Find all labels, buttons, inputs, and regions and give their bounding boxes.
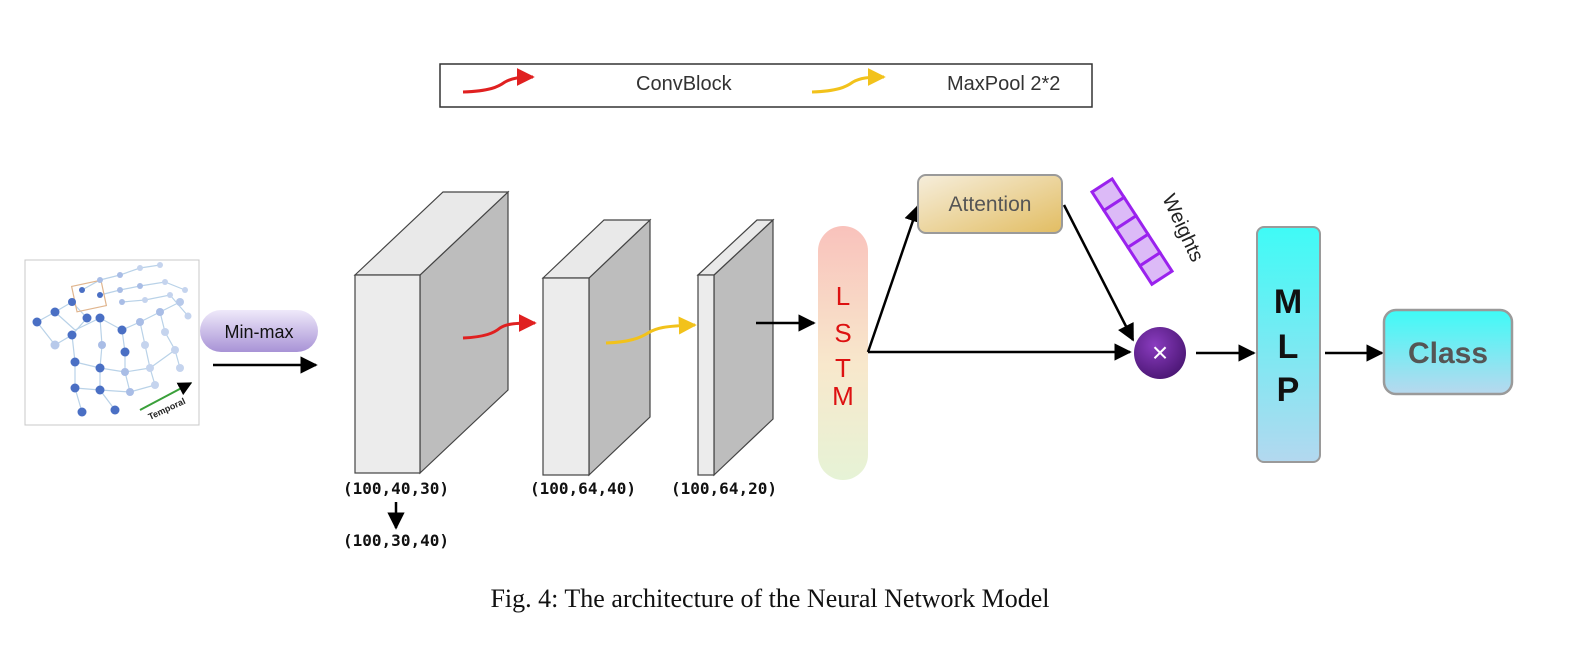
feature-block-3	[696, 218, 775, 477]
block-3-shape: (100,64,20)	[671, 479, 777, 498]
mlp-node: M L P	[1256, 226, 1321, 463]
multiply-icon: ×	[1152, 337, 1168, 368]
lstm-letter-t: T	[835, 353, 851, 383]
maxpool-arrow	[605, 316, 697, 345]
lstm-letter-m: M	[832, 381, 854, 411]
mlp-letter-m: M	[1274, 283, 1302, 321]
convblock-arrow	[462, 314, 537, 340]
graph-nodes	[32, 262, 192, 417]
legend-label-convblock: ConvBlock	[636, 73, 733, 95]
weights-label: Weights	[1157, 191, 1207, 265]
mlp-letter-l: L	[1278, 328, 1299, 366]
lstm-to-attention-arrow	[866, 204, 922, 353]
mlp-letter-p: P	[1277, 371, 1300, 409]
lstm-letter-s: S	[834, 318, 851, 348]
figure-caption: Fig. 4: The architecture of the Neural N…	[490, 584, 1049, 613]
temporal-arrow	[139, 382, 193, 411]
feature-block-1	[353, 190, 510, 475]
block-1-shape: (100,40,30)	[343, 479, 449, 498]
weights-vector	[1089, 176, 1175, 287]
class-node: Class	[1382, 308, 1514, 396]
input-graph-image: Temporal	[24, 259, 200, 426]
legend-label-maxpool: MaxPool 2*2	[947, 73, 1060, 95]
minmax-node: Min-max	[200, 310, 318, 352]
attention-to-multiply-arrow	[1062, 204, 1135, 342]
multiply-node: ×	[1134, 327, 1186, 379]
maxpool-legend-arrow	[811, 68, 886, 94]
legend: ConvBlock MaxPool 2*2	[439, 63, 1093, 108]
attention-node: Attention	[917, 174, 1063, 234]
minmax-label: Min-max	[224, 322, 293, 342]
block-2-shape: (100,64,40)	[530, 479, 636, 498]
lstm-node: L S T M	[818, 226, 868, 480]
class-label: Class	[1408, 337, 1488, 370]
block-1-reshape: (100,30,40)	[343, 531, 449, 550]
feature-block-2	[541, 218, 652, 477]
attention-label: Attention	[949, 193, 1032, 216]
convblock-legend-arrow	[462, 68, 535, 94]
lstm-letter-l: L	[836, 281, 850, 311]
